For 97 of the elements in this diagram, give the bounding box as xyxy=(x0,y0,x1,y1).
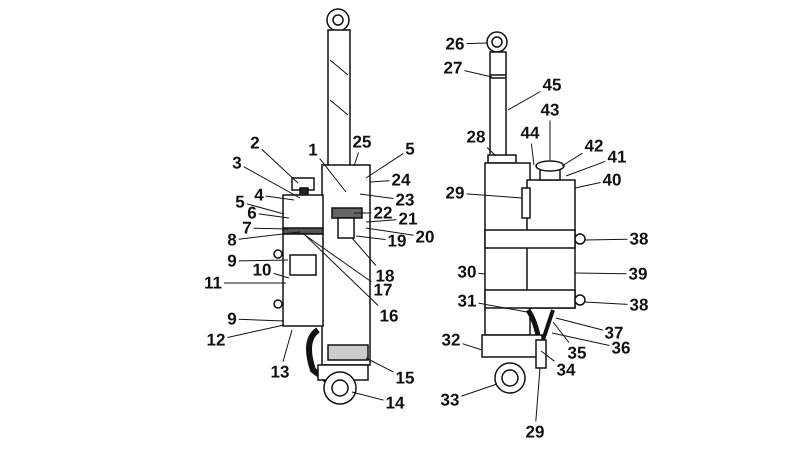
leader-line xyxy=(366,219,397,222)
leader-line xyxy=(246,203,284,214)
leader-line xyxy=(478,272,486,274)
callout-number: 32 xyxy=(442,332,460,348)
callout-number: 22 xyxy=(374,204,392,222)
callout-number: 11 xyxy=(204,274,222,292)
callout-number: 38 xyxy=(630,230,648,248)
callout-number: 23 xyxy=(396,192,414,208)
leader-line xyxy=(464,70,492,78)
callout-number: 41 xyxy=(608,148,626,166)
callout-number: 12 xyxy=(206,332,226,348)
callout-number: 16 xyxy=(380,308,398,324)
leader-line xyxy=(584,238,628,240)
callout-number: 45 xyxy=(542,76,562,94)
callout-number: 44 xyxy=(520,124,540,142)
callout-number: 20 xyxy=(416,228,434,246)
callout-number: 18 xyxy=(376,268,394,284)
callout-number: 39 xyxy=(628,266,648,282)
leader-line xyxy=(238,318,284,322)
callout-number: 40 xyxy=(602,172,622,188)
callout-number: 1 xyxy=(308,142,318,158)
callout-number: 10 xyxy=(252,262,272,278)
callout-number: 37 xyxy=(604,324,624,342)
leader-line xyxy=(552,322,570,343)
callout-number: 42 xyxy=(584,138,604,154)
leader-line xyxy=(366,152,404,178)
callout-number: 30 xyxy=(458,264,476,280)
leader-line xyxy=(366,358,394,373)
callout-number: 14 xyxy=(386,394,404,412)
leader-line xyxy=(552,332,610,346)
leader-line xyxy=(478,302,528,312)
callout-number: 8 xyxy=(227,232,237,248)
callout-number: 9 xyxy=(227,310,237,328)
leader-line xyxy=(366,228,414,236)
callout-number: 38 xyxy=(630,296,648,314)
leader-line xyxy=(466,193,522,198)
callout-number: 29 xyxy=(526,424,544,440)
shock-absorber-drawing xyxy=(273,8,371,405)
leader-line xyxy=(566,160,606,176)
callout-number: 27 xyxy=(444,60,462,76)
leader-line xyxy=(540,350,555,362)
callout-number: 35 xyxy=(568,344,586,362)
leader-line xyxy=(508,91,541,110)
leader-line xyxy=(574,182,601,188)
leader-line xyxy=(224,282,286,284)
leader-line xyxy=(354,212,372,214)
callout-number: 5 xyxy=(405,140,415,158)
callout-number: 4 xyxy=(254,186,264,204)
leader-line xyxy=(352,238,376,266)
callout-number: 3 xyxy=(232,154,242,172)
leader-line xyxy=(356,236,386,240)
leader-line xyxy=(562,152,583,166)
callout-number: 19 xyxy=(388,232,406,250)
leader-line xyxy=(535,368,540,422)
leader-line xyxy=(354,152,359,166)
leader-line xyxy=(530,143,534,166)
leader-line xyxy=(273,272,290,278)
callout-number: 15 xyxy=(396,370,414,386)
leader-line xyxy=(556,318,603,330)
leader-line xyxy=(466,42,488,44)
leader-line xyxy=(238,232,300,240)
callout-number: 24 xyxy=(392,172,410,188)
callout-number: 25 xyxy=(352,134,372,150)
leader-line xyxy=(306,236,379,306)
leader-line xyxy=(282,330,292,362)
leader-line xyxy=(302,232,372,282)
callout-number: 17 xyxy=(374,282,392,298)
callout-number: 28 xyxy=(466,128,486,146)
callout-number: 31 xyxy=(458,292,476,310)
callout-number: 33 xyxy=(440,392,460,408)
callout-number: 21 xyxy=(398,210,418,228)
callout-number: 26 xyxy=(446,36,464,52)
callout-number: 5 xyxy=(235,194,245,210)
callout-number: 34 xyxy=(556,362,576,378)
leader-line xyxy=(261,148,298,184)
callout-number: 6 xyxy=(247,204,257,222)
leader-line xyxy=(243,166,300,198)
callout-number: 13 xyxy=(270,364,290,380)
leader-line xyxy=(253,228,288,230)
leader-line xyxy=(360,194,394,199)
leader-line xyxy=(265,196,294,200)
callout-number: 43 xyxy=(540,102,560,118)
callout-number: 36 xyxy=(612,340,630,356)
leader-line xyxy=(258,213,290,218)
callout-number: 9 xyxy=(227,252,237,270)
callout-number: 29 xyxy=(446,184,464,202)
callout-number: 2 xyxy=(250,134,260,152)
leader-line xyxy=(584,302,628,305)
leader-line xyxy=(238,260,288,262)
leader-line xyxy=(227,324,284,338)
leader-line xyxy=(352,392,384,401)
leader-line xyxy=(461,384,498,397)
leader-line xyxy=(574,272,627,274)
callout-number: 7 xyxy=(242,220,252,236)
leader-line xyxy=(486,147,496,156)
leader-line xyxy=(370,180,390,182)
leader-line xyxy=(462,343,482,350)
